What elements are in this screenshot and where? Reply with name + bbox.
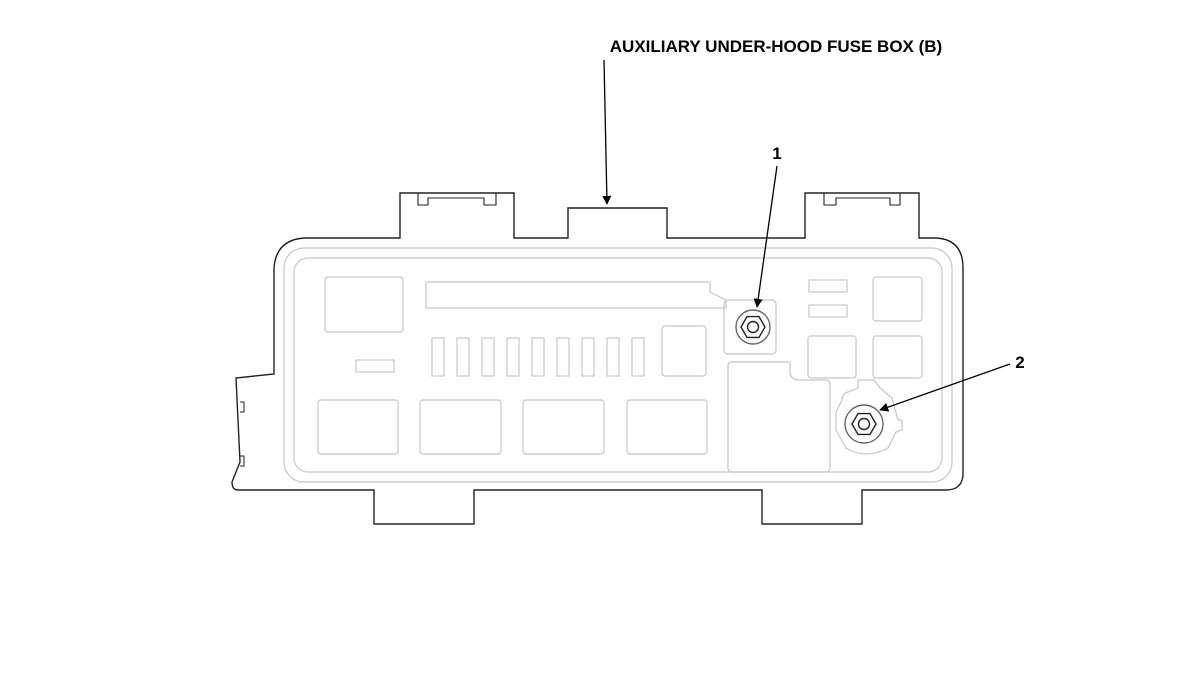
bus-bar-slot [425, 281, 727, 309]
relay-block-right-top [872, 276, 923, 322]
inner-frame-inner [293, 257, 943, 473]
fuse-box-outer-outline [231, 192, 964, 525]
mini-fuse [456, 337, 470, 377]
nut-1-stud [746, 320, 760, 334]
small-slot-right-1 [808, 279, 848, 293]
inner-frame-outer [283, 247, 953, 483]
relay-block-right-lower [872, 335, 923, 379]
callout-1-label: 1 [772, 144, 781, 163]
nut-2-washer [844, 404, 884, 444]
callout-1-leader [753, 165, 778, 308]
mini-fuse [431, 337, 445, 377]
mini-fuse [581, 337, 595, 377]
fuse-block-bottom-3 [522, 399, 605, 455]
mini-fuse [506, 337, 520, 377]
nut-2 [844, 404, 884, 444]
nut-1 [735, 309, 771, 345]
mini-fuse [481, 337, 495, 377]
left-bracket-detail [240, 401, 245, 467]
right-tab-notch [823, 193, 901, 206]
mini-fuse [631, 337, 645, 377]
nut-1-hex [740, 315, 766, 339]
fuse-block-bottom-1 [317, 399, 399, 455]
relay-block-upper-left [324, 276, 404, 333]
mini-fuse-row [431, 337, 645, 377]
fuse-block-bottom-4 [626, 399, 708, 455]
small-slot-left [355, 359, 395, 373]
small-slot-right-2 [808, 304, 848, 318]
mini-fuse [556, 337, 570, 377]
nut-1-washer [735, 309, 771, 345]
callout-2-leader [879, 363, 1011, 412]
relay-block-center [661, 325, 707, 377]
nut-2-stud [857, 417, 871, 431]
mini-fuse [531, 337, 545, 377]
diagram-title: AUXILIARY UNDER-HOOD FUSE BOX (B) [610, 37, 942, 56]
terminal-1-housing [723, 299, 777, 355]
relay-block-right-middle [807, 335, 857, 379]
nut-2-hex [851, 412, 877, 436]
mini-fuse [606, 337, 620, 377]
title-leader-line [602, 59, 612, 205]
fuse-block-bottom-2 [419, 399, 502, 455]
large-block-lower-right [727, 361, 831, 473]
terminal-2-housing [835, 379, 903, 455]
callout-2-label: 2 [1015, 353, 1024, 372]
left-tab-notch [417, 193, 497, 206]
